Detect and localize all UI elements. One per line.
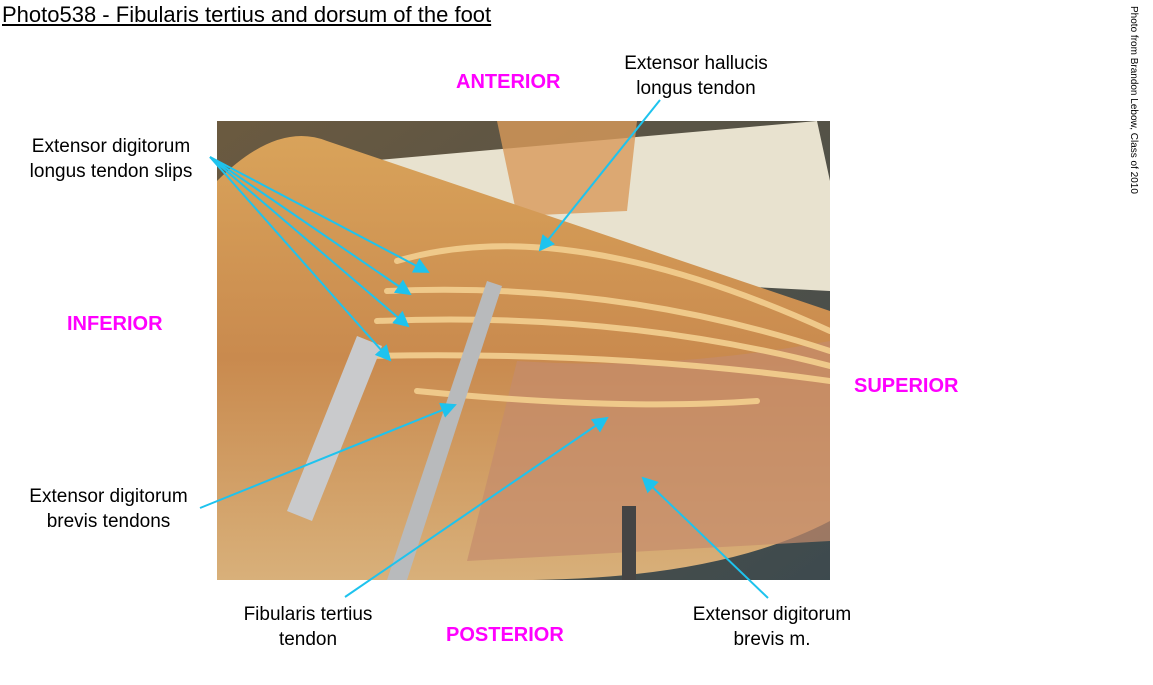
label-line: Extensor digitorum (29, 486, 188, 507)
arrow-fibularis-tertius (344, 416, 609, 598)
label-line: longus tendon slips (29, 161, 193, 182)
page-title: Photo538 - Fibularis tertius and dorsum … (2, 2, 492, 27)
label-line: Extensor hallucis (624, 53, 768, 74)
arrow-edl-4 (209, 156, 392, 362)
label-line: Extensor digitorum (31, 136, 191, 157)
label-line: Fibularis tertius (243, 604, 373, 625)
direction-posterior: POSTERIOR (446, 624, 564, 646)
label-ehl: Extensor hallucis longus tendon (596, 51, 796, 101)
arrow-edl-1 (209, 156, 430, 273)
dissection-photo (217, 121, 830, 580)
label-line: longus tendon (636, 78, 756, 99)
photo-credit: Photo from Brandon Lebow, Class of 2010 (1128, 6, 1139, 194)
label-fibularis-tertius: Fibularis tertius tendon (218, 602, 398, 652)
label-edb-muscle: Extensor digitorum brevis m. (672, 602, 872, 652)
arrow-edb-tendons (199, 402, 457, 509)
direction-superior: SUPERIOR (854, 375, 959, 397)
label-line: brevis tendons (46, 511, 171, 532)
arrow-edl-2 (209, 156, 412, 296)
arrow-ehl (538, 99, 661, 252)
arrow-edl-3 (209, 156, 410, 328)
arrow-edb-muscle (641, 476, 769, 599)
label-edb-tendons: Extensor digitorum brevis tendons (6, 484, 211, 534)
label-line: Extensor digitorum (692, 604, 852, 625)
label-edl-slips: Extensor digitorum longus tendon slips (6, 134, 216, 184)
direction-anterior: ANTERIOR (456, 71, 561, 93)
direction-inferior: INFERIOR (67, 313, 163, 335)
label-line: brevis m. (733, 629, 811, 650)
label-line: tendon (278, 629, 338, 650)
